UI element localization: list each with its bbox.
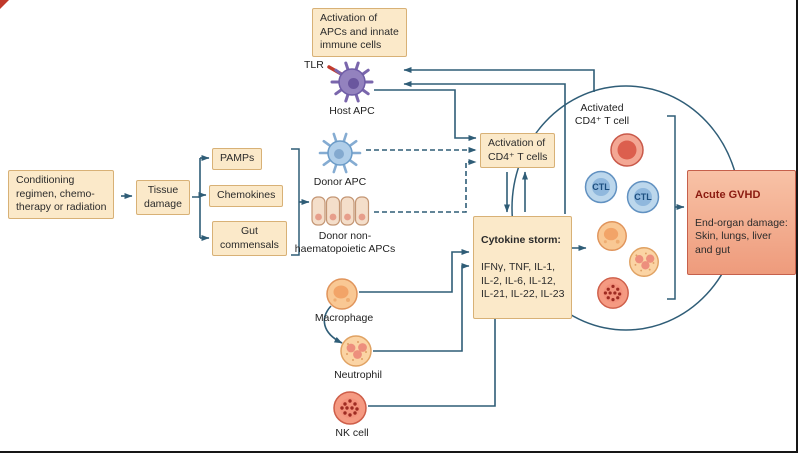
tissue-damage-box: Tissue damage	[136, 180, 190, 216]
pamps-box: PAMPs	[212, 148, 263, 170]
corner-mark	[0, 0, 9, 9]
ctl-label-1: CTL	[592, 182, 610, 192]
ctl-cell-1: CTL	[584, 170, 618, 204]
arrow-nk-to-cytokines	[368, 280, 498, 407]
tissue-damage-fork	[192, 158, 201, 238]
ctl-label-2: CTL	[634, 192, 652, 202]
neutrophil-label: Neutrophil	[334, 369, 382, 381]
chemokines-box: Chemokines	[209, 185, 284, 207]
cytokine-storm-title: Cytokine storm:	[481, 233, 561, 246]
macrophage-label: Macrophage	[314, 312, 374, 324]
cytokine-list: IFNγ, TNF, IL-1, IL-2, IL-6, IL-12, IL-2…	[481, 260, 565, 301]
cluster-neutrophil-cell	[629, 247, 659, 277]
host-apc-cell	[330, 61, 374, 103]
activated-cd4-label: Activated CD4⁺ T cell	[574, 102, 630, 128]
donor-apc-nucleus	[334, 149, 344, 159]
donor-apc-cell	[318, 132, 362, 174]
donor-apc-label: Donor APC	[313, 176, 367, 188]
arrow-feedback-cluster-to-host-apc	[403, 67, 595, 92]
acute-gvhd-box: Acute GVHD End-organ damage: Skin, lungs…	[687, 170, 796, 276]
nk-cell	[333, 391, 367, 425]
arrow-neutrophil-to-cytokines	[373, 263, 470, 352]
cd4-nucleus	[617, 140, 637, 160]
activated-cd4-t-cell	[610, 133, 644, 167]
arrow-nonhaem-apc-to-cd4-activation	[374, 159, 477, 213]
donor-nonhaematopoietic-apc-cells	[311, 196, 370, 226]
arrow-feedback-cytokines-to-host-apc	[403, 81, 566, 214]
cluster-macrophage-cell	[597, 221, 627, 251]
cluster-nk-cell	[597, 277, 629, 309]
cd4-activation-box: Activation of CD4⁺ T cells	[480, 133, 556, 169]
gut-commensals-box: Gut commensals	[212, 221, 287, 257]
ctl-cell-2: CTL	[626, 180, 660, 214]
arrow-host-apc-to-cd4-activation	[374, 89, 477, 141]
acute-gvhd-text: End-organ damage: Skin, lungs, liver and…	[695, 216, 788, 256]
neutrophil-cell	[340, 335, 372, 367]
effector-bracket	[667, 115, 676, 300]
donor-nonhaem-label: Donor non- haematopoietic APCs	[294, 230, 396, 256]
host-apc-label: Host APC	[329, 105, 375, 117]
host-apc-nucleus	[348, 78, 359, 89]
acute-gvhd-title: Acute GVHD	[695, 188, 761, 201]
cytokine-storm-box: Cytokine storm: IFNγ, TNF, IL-1, IL-2, I…	[473, 216, 573, 320]
apc-activation-box: Activation of APCs and innate immune cel…	[312, 8, 407, 57]
arrow-macrophage-to-cytokines	[359, 249, 470, 293]
arrow-macrophage-to-neutrophil	[323, 305, 343, 344]
nk-cell-label: NK cell	[335, 427, 369, 439]
macrophage-cell	[326, 278, 358, 310]
conditioning-box: Conditioning regimen, chemo- therapy or …	[8, 170, 115, 219]
tlr-label: TLR	[304, 59, 324, 71]
